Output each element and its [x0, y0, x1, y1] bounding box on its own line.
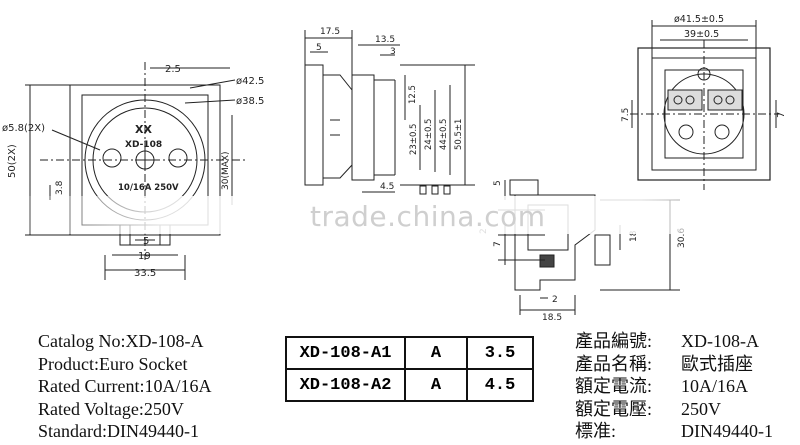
front-pin-hole-left — [102, 148, 122, 168]
spec-cn-value: XD-108-A — [681, 331, 759, 351]
dim-outer-dia: ø42.5 — [236, 76, 264, 87]
spec-cn-value: DIN49440-1 — [681, 421, 773, 441]
spec-cn-row: 產品名稱: 歐式插座 — [575, 353, 773, 376]
spec-cn-row: 額定電壓: 250V — [575, 398, 773, 421]
specs-chinese: 產品編號: XD-108-A 產品名稱: 歐式插座 額定電流: 10A/16A 額定電… — [575, 330, 773, 443]
table-row: XD-108-A2 A 4.5 — [285, 368, 534, 402]
spec-cn-row: 標准: DIN49440-1 — [575, 420, 773, 443]
dim-detail-top: 5 — [493, 180, 503, 186]
dim-height-left: 50(2X) — [7, 144, 18, 178]
spec-cn-key: 產品編號: — [575, 331, 653, 351]
dim-detail-right-a: 18 — [629, 230, 639, 242]
front-pin-hole-right — [168, 148, 188, 168]
dim-side-v3: 24±0.5 — [424, 119, 434, 150]
dim-rear-inner: 39±0.5 — [684, 29, 719, 40]
table-row: XD-108-A1 A 3.5 — [285, 336, 534, 370]
spec-cn-row: 額定電流: 10A/16A — [575, 375, 773, 398]
spec-standard: Standard:DIN49440-1 — [38, 421, 199, 441]
variants-table: XD-108-A1 A 3.5 XD-108-A2 A 4.5 — [285, 336, 534, 402]
front-rating: 10/16A 250V — [118, 183, 179, 193]
specs-english: Catalog No:XD-108-A Product:Euro Socket … — [38, 330, 211, 443]
dim-rear-outer: ø41.5±0.5 — [674, 14, 724, 25]
dim-height-right: 30(MAX) — [221, 151, 231, 190]
dim-detail-bottom-b: 18.5 — [542, 313, 562, 323]
spec-catalog: Catalog No:XD-108-A — [38, 331, 204, 351]
variant-value: 3.5 — [466, 336, 534, 370]
dim-side-v5: 50.5±1 — [454, 119, 464, 150]
side-view — [304, 30, 475, 195]
dim-side-top-b: 5 — [316, 43, 322, 53]
dim-side-top-d: 3 — [390, 47, 396, 57]
spec-voltage: Rated Voltage:250V — [38, 398, 184, 419]
dim-detail-bottom-a: 2 — [552, 295, 558, 305]
front-brand: XX — [135, 123, 152, 136]
spec-cn-key: 標准: — [575, 421, 617, 441]
dim-side-top-c: 13.5 — [375, 35, 395, 45]
dim-side-v4: 44±0.5 — [439, 119, 449, 150]
spec-cn-row: 產品編號: XD-108-A — [575, 330, 773, 353]
spec-cn-key: 額定電流: — [575, 376, 653, 396]
dim-side-v2: 23±0.5 — [409, 124, 419, 155]
dim-pin-gap: 5 — [143, 236, 149, 247]
variant-value: 4.5 — [466, 368, 534, 402]
variant-model: XD-108-A2 — [285, 368, 406, 402]
spec-cn-key: 額定電壓: — [575, 398, 653, 419]
dim-rear-left: 7.5 — [621, 108, 631, 122]
dim-rear-right: 7 — [776, 112, 787, 118]
watermark-band — [0, 196, 800, 234]
variant-model: XD-108-A1 — [285, 336, 406, 370]
dim-left-small: 3.8 — [55, 180, 65, 195]
front-view — [25, 62, 245, 280]
spec-cn-value: 10A/16A — [681, 376, 748, 396]
dim-side-bottom: 4.5 — [380, 182, 394, 192]
variant-type: A — [404, 336, 468, 370]
watermark: trade.china.com — [310, 200, 546, 233]
rear-view — [630, 20, 780, 190]
dim-detail-left-b: 7 — [493, 241, 503, 247]
dim-holes: ø5.8(2X) — [2, 123, 45, 134]
dim-top-gap: 2.5 — [165, 64, 181, 75]
spec-cn-value: 歐式插座 — [681, 353, 753, 374]
variant-type: A — [404, 368, 468, 402]
dim-detail-right-b: 30.6 — [677, 228, 687, 248]
dim-width: 33.5 — [134, 268, 156, 279]
dim-pin-span: 19 — [138, 251, 151, 262]
spec-cn-value: 250V — [681, 398, 721, 419]
spec-product: Product:Euro Socket — [38, 353, 188, 374]
front-model: XD-108 — [125, 140, 162, 150]
dim-side-top-a: 17.5 — [320, 27, 340, 37]
dim-inner-dia: ø38.5 — [236, 96, 264, 107]
dim-side-v1: 12.5 — [408, 85, 418, 104]
spec-cn-key: 產品名稱: — [575, 353, 653, 374]
spec-current: Rated Current:10A/16A — [38, 376, 212, 396]
